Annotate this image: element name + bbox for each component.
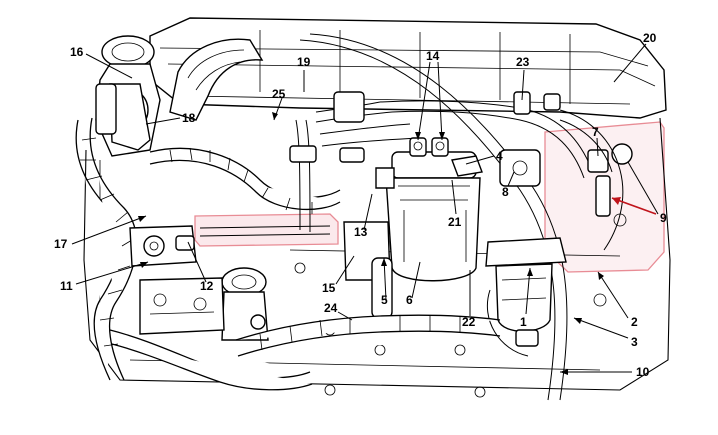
callout-13: 13: [354, 225, 368, 239]
callout-14: 14: [426, 49, 440, 63]
callout-25: 25: [272, 87, 286, 101]
callout-5: 5: [381, 293, 388, 307]
callout-2: 2: [631, 315, 638, 329]
callout-9: 9: [660, 211, 667, 225]
highlight-fuel-rail-left: [194, 213, 339, 247]
red-arrows-9: [611, 197, 657, 215]
callout-15: 15: [322, 281, 336, 295]
callout-23: 23: [516, 55, 530, 69]
callout-17: 17: [54, 237, 68, 251]
lower-hose: [235, 314, 501, 357]
fuel-filter-housing: [375, 137, 483, 282]
callout-20: 20: [643, 31, 657, 45]
intake-pipe: [169, 38, 264, 121]
leader-lines: [71, 43, 659, 373]
fuel-lines: [199, 91, 593, 237]
leader-arrowheads: [138, 112, 604, 375]
callout-1: 1: [520, 315, 527, 329]
fuel-pump: [129, 225, 225, 335]
callout-4: 4: [496, 149, 503, 163]
wiring-harness-upper: [149, 147, 341, 214]
callout-18: 18: [182, 111, 196, 125]
callout-8: 8: [502, 185, 509, 199]
callout-16: 16: [70, 45, 84, 59]
primary-fuel-filter: [485, 237, 567, 357]
callout-labels: 1 2 3 4 5 6 7 8 9 10 11 12 13 14 15 16 1…: [54, 31, 667, 379]
drain-tube: [371, 257, 393, 319]
left-mount: [95, 83, 117, 135]
callout-10: 10: [636, 365, 650, 379]
callout-11: 11: [60, 279, 73, 293]
callout-24: 24: [324, 301, 338, 315]
callout-21: 21: [448, 215, 462, 229]
callout-19: 19: [297, 55, 311, 69]
callout-22: 22: [462, 315, 476, 329]
callout-3: 3: [631, 335, 638, 349]
callout-6: 6: [406, 293, 413, 307]
callout-7: 7: [592, 125, 599, 139]
callout-12: 12: [200, 279, 214, 293]
oil-filler-cap: [221, 267, 269, 341]
wiring-harness-left: [75, 117, 138, 381]
